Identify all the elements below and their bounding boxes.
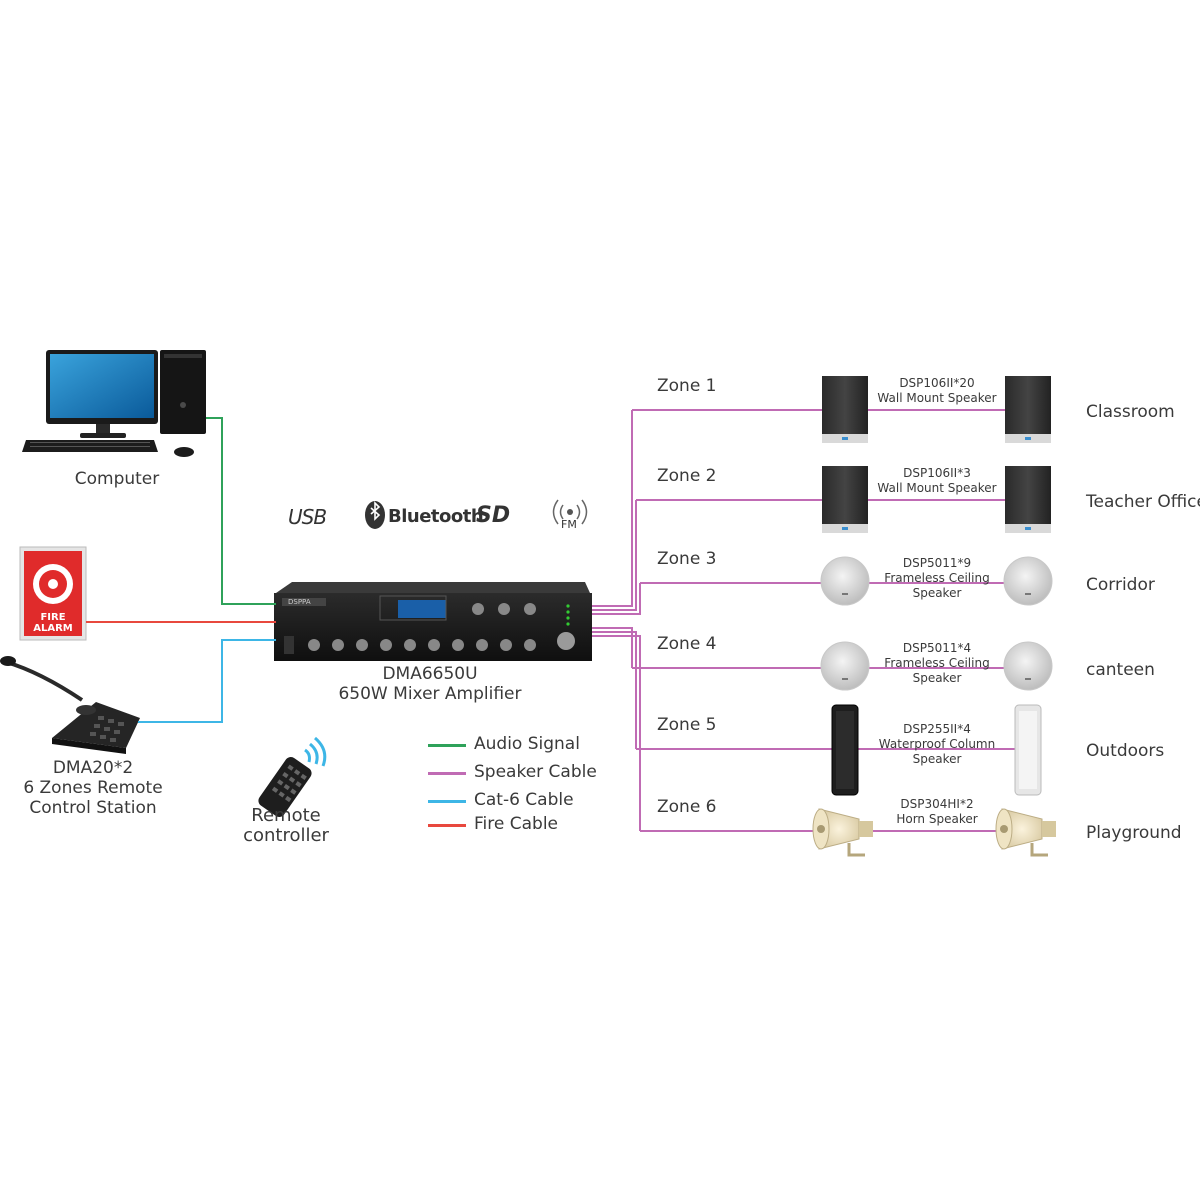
wall-mount-speaker-icon bbox=[822, 466, 868, 533]
legend-swatch bbox=[428, 800, 466, 803]
speaker-cable-wire bbox=[592, 627, 633, 668]
bluetooth-icon bbox=[365, 501, 385, 529]
speaker-cable-wire bbox=[592, 583, 641, 615]
remote-label-line: Remote bbox=[251, 805, 321, 826]
mic-station-label-line: 6 Zones Remote bbox=[23, 778, 163, 798]
ceiling-speaker-icon bbox=[1003, 556, 1053, 606]
ceiling-speaker-icon bbox=[820, 641, 870, 691]
speaker-model-line: DSP106II*3 bbox=[903, 466, 971, 480]
fire-alarm-label-line: FIRE bbox=[40, 612, 66, 623]
speaker-cable-wire bbox=[592, 635, 641, 831]
mixer-amplifier-icon bbox=[274, 582, 592, 661]
connection-wires bbox=[86, 409, 1030, 832]
ceiling-speaker-icon bbox=[820, 556, 870, 606]
remote-label: Remote controller bbox=[243, 806, 329, 846]
source-logos bbox=[365, 499, 588, 529]
speaker-model-line: DSP106II*20 bbox=[899, 376, 975, 390]
wall-mount-speaker-icon bbox=[822, 376, 868, 443]
speaker-model-line: DSP5011*4 bbox=[902, 641, 972, 655]
speaker-model-line: DSP255II*4 bbox=[903, 722, 971, 736]
amp-brand: DSPPA bbox=[288, 598, 311, 606]
amplifier-label: DMA6650U 650W Mixer Amplifier bbox=[338, 664, 521, 704]
legend-swatch bbox=[428, 744, 466, 747]
speaker-model-line: DSP304HI*2 bbox=[900, 797, 974, 811]
zone-place-label: Outdoors bbox=[1086, 741, 1165, 761]
amplifier-description: 650W Mixer Amplifier bbox=[338, 684, 522, 704]
horn-speaker-icon bbox=[812, 808, 873, 857]
zone-place-label: Playground bbox=[1086, 823, 1182, 843]
amplifier-model: DMA6650U bbox=[382, 664, 478, 684]
legend-label: Audio Signal bbox=[474, 734, 580, 754]
fire-alarm-label-line: ALARM bbox=[33, 623, 73, 634]
speaker-cable-wire bbox=[592, 410, 633, 607]
wall-mount-speaker-icon bbox=[1005, 466, 1051, 533]
fm-logo: FM bbox=[561, 518, 577, 531]
legend-label: Speaker Cable bbox=[474, 762, 597, 782]
audio-signal-wire bbox=[206, 417, 276, 605]
computer-label: Computer bbox=[74, 469, 160, 489]
remote-label-line: controller bbox=[243, 825, 329, 846]
usb-logo: USB bbox=[288, 505, 327, 529]
mic-station-label-line: Control Station bbox=[29, 798, 157, 818]
computer-icon bbox=[22, 350, 206, 457]
legend-label: Fire Cable bbox=[474, 814, 559, 834]
legend-label: Cat-6 Cable bbox=[474, 790, 574, 810]
legend-swatch bbox=[428, 772, 466, 775]
speaker-model-line: Frameless Ceiling bbox=[884, 656, 990, 670]
legend-swatch bbox=[428, 824, 466, 827]
speaker-model-line: Speaker bbox=[912, 586, 962, 600]
bluetooth-logo: Bluetooth bbox=[388, 506, 484, 527]
zone-place-label: Corridor bbox=[1086, 575, 1155, 595]
cat6-cable-wire bbox=[138, 639, 276, 723]
speaker-cable-wire bbox=[592, 631, 637, 749]
zone-label: Zone 3 bbox=[657, 549, 717, 569]
mic-station-label: DMA20*2 6 Zones Remote Control Station bbox=[23, 758, 162, 818]
zone-label: Zone 5 bbox=[657, 715, 717, 735]
fire-alarm-sign-icon bbox=[19, 546, 87, 641]
speakers-group bbox=[812, 376, 1056, 857]
zone-place-label: Classroom bbox=[1086, 402, 1175, 422]
horn-speaker-icon bbox=[995, 808, 1056, 857]
speaker-model-line: Waterproof Column bbox=[878, 737, 996, 751]
mic-station-label-line: DMA20*2 bbox=[52, 758, 134, 778]
zone-place-label: canteen bbox=[1086, 660, 1155, 680]
speaker-model-line: Horn Speaker bbox=[896, 812, 978, 826]
remote-controller-icon bbox=[258, 736, 327, 818]
speaker-model-line: Wall Mount Speaker bbox=[877, 391, 997, 405]
zone-label: Zone 6 bbox=[657, 797, 717, 817]
column-speaker-icon bbox=[831, 704, 859, 796]
speaker-model-line: Wall Mount Speaker bbox=[877, 481, 997, 495]
ceiling-speaker-icon bbox=[1003, 641, 1053, 691]
microphone-station-icon bbox=[0, 656, 140, 754]
speaker-model-line: Frameless Ceiling bbox=[884, 571, 990, 585]
zone-label: Zone 4 bbox=[657, 634, 717, 654]
column-speaker-icon bbox=[1014, 704, 1042, 796]
sd-logo: SD bbox=[476, 503, 511, 528]
speaker-cable-wire bbox=[592, 500, 637, 611]
zone-label: Zone 2 bbox=[657, 466, 717, 486]
zone-label: Zone 1 bbox=[657, 376, 717, 396]
fm-radio-icon bbox=[552, 499, 588, 525]
wall-mount-speaker-icon bbox=[1005, 376, 1051, 443]
speaker-model-line: Speaker bbox=[912, 671, 962, 685]
fire-alarm-label: FIRE ALARM bbox=[24, 612, 82, 634]
speaker-model-line: Speaker bbox=[912, 752, 962, 766]
speaker-model-line: DSP5011*9 bbox=[902, 556, 972, 570]
zone-place-label: Teacher Office bbox=[1086, 492, 1200, 512]
